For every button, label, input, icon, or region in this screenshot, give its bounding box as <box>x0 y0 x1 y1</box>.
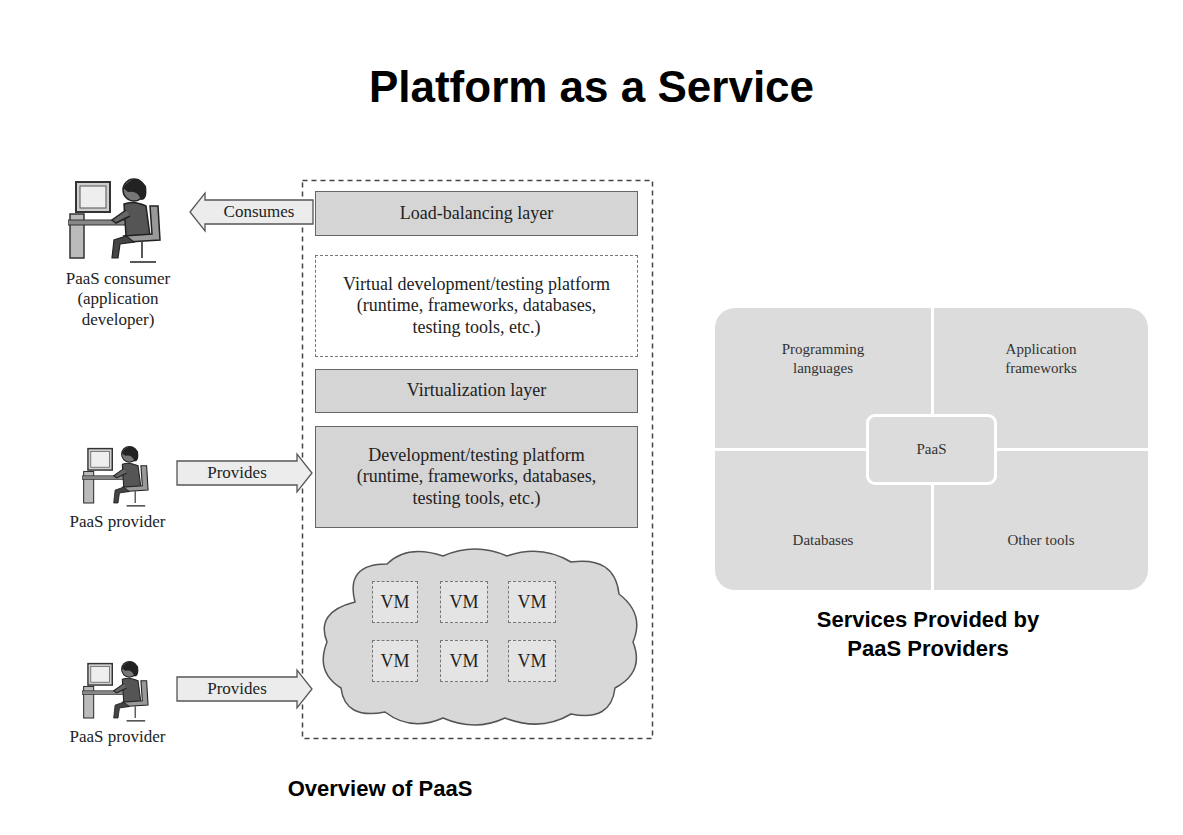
chair <box>124 206 160 262</box>
cloud-shape <box>323 549 637 725</box>
vm-box: VM <box>440 640 488 682</box>
node-text: Virtualization layer <box>407 380 546 402</box>
node-text: VM <box>380 651 409 672</box>
torso <box>122 463 141 487</box>
arrow-label: Consumes <box>224 202 295 222</box>
layer-box: Load-balancing layer <box>315 191 638 236</box>
chair <box>122 466 148 506</box>
screen <box>80 186 106 208</box>
node-text: VM <box>517 651 546 672</box>
hair <box>123 179 146 200</box>
person-at-computer-icon <box>82 440 154 508</box>
chair <box>122 681 148 721</box>
person-at-computer-icon <box>68 170 168 265</box>
torso <box>124 202 150 236</box>
consumer-figure: PaaS consumer (application developer) <box>48 170 188 340</box>
vm-box: VM <box>508 640 556 682</box>
screen <box>90 451 109 467</box>
block-arrow <box>177 454 312 492</box>
vm-box: VM <box>372 640 418 682</box>
vm-cloud: VM VM VM VM VM VM <box>315 542 642 730</box>
vm-box: VM <box>440 581 488 623</box>
arm <box>113 469 126 478</box>
node-text: Virtual development/testing platform (ru… <box>338 274 615 339</box>
node-text: PaaS <box>917 441 947 458</box>
legs <box>113 702 129 718</box>
monitor <box>76 182 110 212</box>
monitor <box>87 449 111 470</box>
hair <box>121 662 138 677</box>
node-text: Databases <box>793 531 854 550</box>
node-text: Programming languages <box>770 340 876 378</box>
page-title: Platform as a Service <box>0 62 1183 112</box>
node-text: VM <box>517 592 546 613</box>
monitor <box>87 664 111 685</box>
node-text: Other tools <box>1007 531 1074 550</box>
layer-box: Virtualization layer <box>315 369 638 413</box>
vm-box: VM <box>508 581 556 623</box>
figure-caption: Services Provided by PaaS Providers <box>788 606 1068 663</box>
block-arrow <box>177 670 312 708</box>
cloud-outline <box>315 542 642 730</box>
arrow-label: Provides <box>207 679 267 699</box>
figure-label: PaaS consumer (application developer) <box>48 269 188 330</box>
screen <box>90 666 109 682</box>
node-text: Application frameworks <box>989 340 1093 378</box>
figure-caption: Overview of PaaS <box>230 775 530 804</box>
vm-box: VM <box>372 581 418 623</box>
legs <box>113 487 129 503</box>
figure-label: PaaS provider <box>70 512 166 532</box>
person-at-computer-icon <box>82 655 154 723</box>
arm <box>113 684 126 693</box>
provider-figure: PaaS provider <box>60 440 175 535</box>
node-text: VM <box>380 592 409 613</box>
arm <box>112 210 130 223</box>
provider-figure: PaaS provider <box>60 655 175 750</box>
figure-label: PaaS provider <box>70 727 166 747</box>
legs <box>112 236 134 258</box>
paas-center-box: PaaS <box>866 414 997 485</box>
hair <box>121 447 138 462</box>
layer-box: Development/testing platform (runtime, f… <box>315 426 638 528</box>
node-text: Development/testing platform (runtime, f… <box>336 445 617 510</box>
torso <box>122 678 141 702</box>
dashed-boundary <box>303 181 653 739</box>
node-text: VM <box>449 651 478 672</box>
node-text: VM <box>449 592 478 613</box>
node-text: Load-balancing layer <box>400 203 553 225</box>
arrow-label: Provides <box>207 463 267 483</box>
service-grid: Programming languages Application framewo… <box>715 308 1148 590</box>
virtual-layer-box: Virtual development/testing platform (ru… <box>315 255 638 357</box>
block-arrow <box>190 193 313 231</box>
